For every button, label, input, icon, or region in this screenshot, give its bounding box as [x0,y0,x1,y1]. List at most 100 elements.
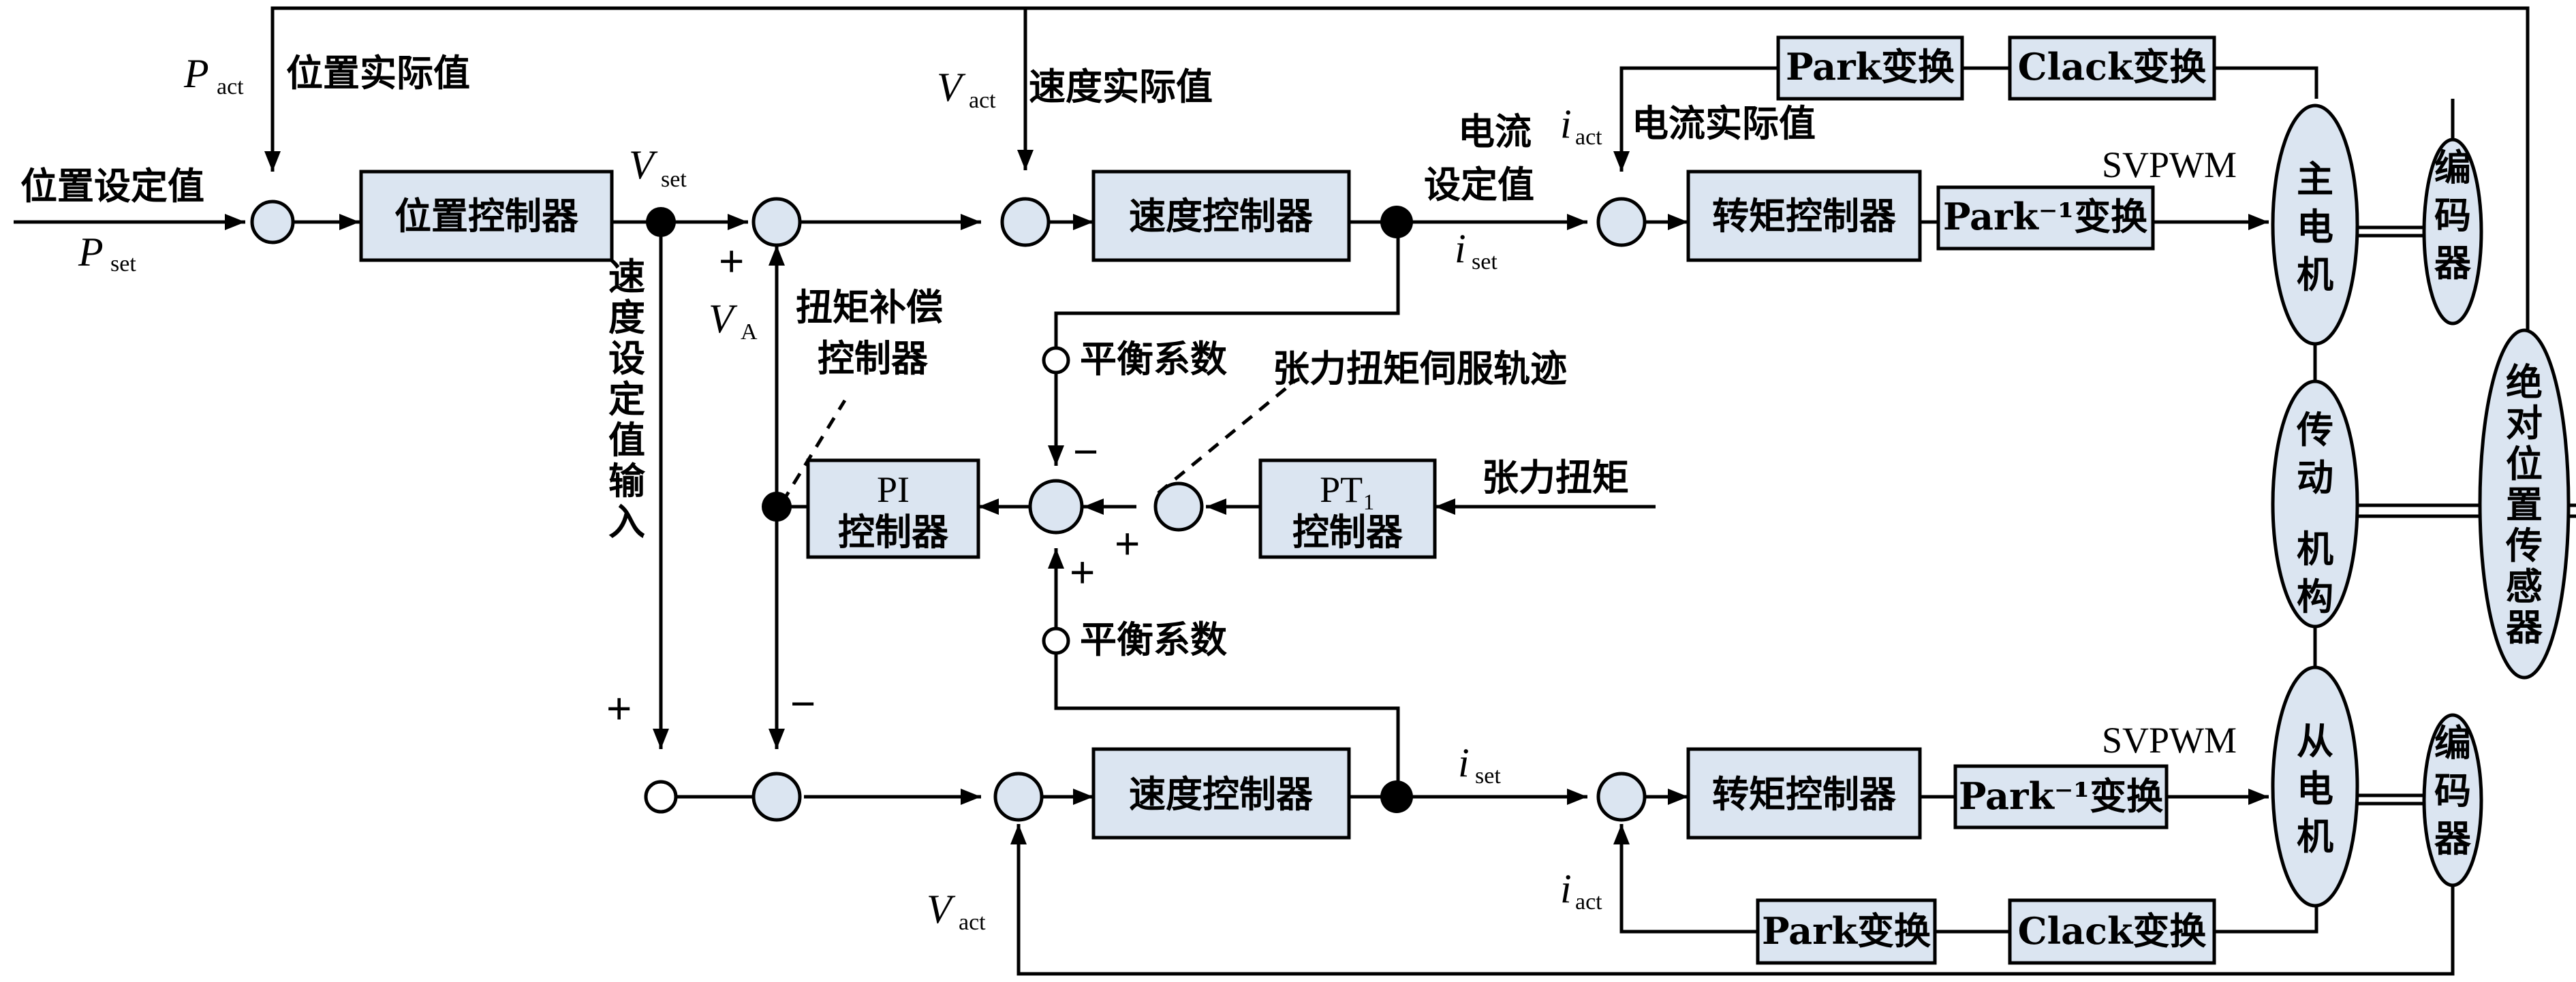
svg-text:度: 度 [608,296,645,339]
svg-text:机: 机 [2297,527,2333,571]
svg-text:V: V [709,296,738,341]
node-balance-lower [1042,627,1070,655]
torque-controller-main-block: 转矩控制器 [1686,170,1922,262]
svg-text:PI: PI [877,469,910,510]
svg-text:码: 码 [2434,193,2471,237]
svg-text:编: 编 [2434,146,2471,189]
label-vact-top: V act [937,65,996,113]
svg-text:速度控制器: 速度控制器 [1129,194,1314,238]
svg-text:Park变换: Park变换 [1786,45,1955,89]
svg-text:控制器: 控制器 [1292,510,1403,554]
svg-text:主: 主 [2297,157,2333,201]
svg-text:位: 位 [2506,442,2543,486]
svg-text:传: 传 [2296,408,2333,452]
pt1-controller-block: PT₁ 控制器 [1258,458,1437,559]
label-speed-actual-top: 速度实际值 [1029,65,1213,108]
svg-text:Clack变换: Clack变换 [2018,909,2207,953]
label-pset: P set [78,229,136,276]
slave-encoder: 编 码 器 [2422,713,2483,887]
label-position-actual: 位置实际值 [286,51,470,95]
svg-text:Park⁻¹变换: Park⁻¹变换 [1959,774,2163,818]
node-va [762,492,792,522]
svg-text:P: P [78,229,104,274]
sum-speed-main [1000,197,1051,247]
sign-minus-pi-top: − [1073,427,1098,476]
svg-text:set: set [1475,763,1501,789]
svg-text:置: 置 [2506,483,2543,526]
absolute-position-sensor: 绝 对 位 置 传 感 器 [2478,328,2571,680]
svg-text:从: 从 [2297,719,2333,763]
sign-minus-va-bottom: − [790,679,816,728]
sum-speed-add [751,197,802,247]
label-balance-upper: 平衡系数 [1080,337,1227,381]
svg-text:器: 器 [2434,241,2472,285]
svg-text:控制器: 控制器 [838,510,949,554]
label-current-setpoint-1: 电流 [1458,110,1532,153]
sum-current-slave [1596,772,1647,822]
svg-text:速度控制器: 速度控制器 [1129,772,1314,816]
signal-wires [14,6,2576,976]
pi-controller-block: PI 控制器 [806,458,980,559]
speed-controller-slave-block: 速度控制器 [1091,747,1351,840]
svg-text:V: V [629,142,658,187]
label-vset: V set [629,142,687,192]
tension-trajectory-callout [1157,380,1296,494]
svg-text:i: i [1560,101,1572,146]
main-motor: 主 电 机 [2271,104,2359,346]
main-encoder: 编 码 器 [2422,138,2483,326]
svg-text:传: 传 [2505,524,2543,567]
svg-text:输: 输 [608,459,646,503]
svg-text:电: 电 [2297,205,2333,249]
svg-text:构: 构 [2297,575,2333,618]
sum-position [250,200,295,244]
label-pact: P act [183,51,244,99]
label-iact-bottom: i act [1560,866,1602,915]
svg-text:PT₁: PT₁ [1320,469,1376,510]
svg-text:速: 速 [608,255,645,298]
sum-pi [1028,479,1084,535]
svg-text:i: i [1455,226,1466,271]
park-slave-block: Park变换 [1756,898,1937,965]
position-controller-block: 位置控制器 [359,170,614,262]
label-torque-comp-2: 控制器 [818,336,929,380]
sign-plus-pi-right: + [1115,519,1140,568]
svg-text:编: 编 [2434,721,2471,765]
sign-plus-va-top: + [719,236,744,285]
node-iset-main [1380,206,1413,238]
torque-controller-slave-block: 转矩控制器 [1686,747,1922,840]
svg-text:set: set [110,251,136,276]
sign-plus-speed-input: + [606,684,632,733]
park-inverse-slave-block: Park⁻¹变换 [1953,764,2169,829]
svg-text:i: i [1560,866,1572,911]
label-current-actual: 电流实际值 [1632,101,1816,145]
svg-text:i: i [1458,740,1470,785]
label-torque-comp-1: 扭矩补偿 [796,285,943,329]
label-position-setpoint: 位置设定值 [20,164,204,208]
speed-controller-main-block: 速度控制器 [1091,170,1351,262]
svg-text:act: act [217,74,244,99]
label-iset-top: i set [1455,226,1498,274]
svg-text:入: 入 [608,500,645,543]
svg-text:act: act [959,910,986,935]
svg-text:机: 机 [2297,814,2333,858]
svg-text:码: 码 [2434,769,2471,812]
drive-mechanism: 传 动 机 构 [2271,379,2359,629]
svg-text:器: 器 [2434,817,2472,860]
clack-main-block: Clack变换 [2008,35,2216,101]
svg-text:动: 动 [2297,456,2333,499]
label-balance-lower: 平衡系数 [1080,618,1227,661]
clack-slave-block: Clack变换 [2008,898,2216,965]
sum-current-main [1596,197,1647,247]
svg-text:对: 对 [2506,401,2543,445]
node-speed-input [644,780,678,814]
svg-text:act: act [1575,889,1602,915]
svg-text:set: set [661,167,687,192]
label-iact-top: i act [1560,101,1602,150]
svg-text:绝: 绝 [2506,360,2543,404]
svg-text:Clack变换: Clack变换 [2018,45,2207,89]
sum-speed-slave [993,772,1044,822]
svg-text:位置控制器: 位置控制器 [394,194,579,238]
svg-text:A: A [741,319,758,345]
svg-text:感: 感 [2506,565,2543,608]
node-balance-upper [1042,346,1070,375]
